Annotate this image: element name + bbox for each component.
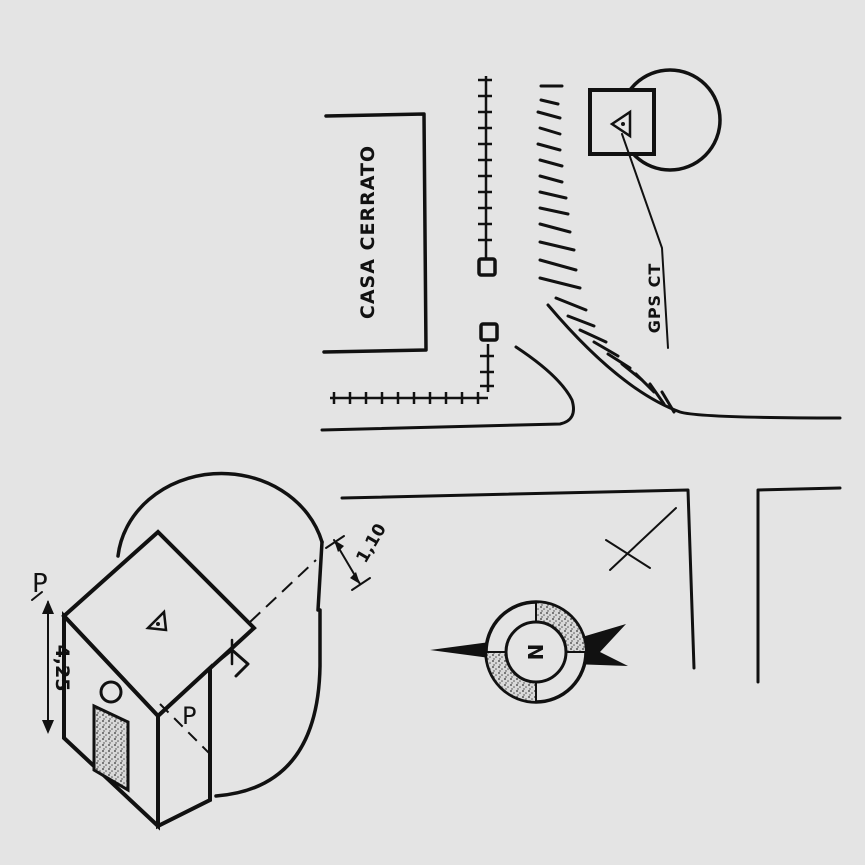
- triangle-icon: [145, 609, 168, 632]
- dimension-arrows-icon: [42, 600, 54, 734]
- road-edge-right: [546, 303, 842, 420]
- cylinder-top-arc: [116, 471, 324, 558]
- gps-label: GPS CT: [645, 263, 664, 334]
- building-outline: [322, 112, 428, 354]
- kerb-hatching: [536, 84, 676, 414]
- building-label: CASA CERRATO: [357, 145, 379, 319]
- dashed-ref-top: [249, 559, 317, 623]
- gps-leader-line: [621, 133, 669, 349]
- north-arrow: N: [430, 600, 628, 704]
- plaque-bolt: [99, 680, 123, 704]
- road-edge-lower-right: [756, 486, 842, 684]
- dimension-arrows-icon: [334, 540, 360, 584]
- road-edge-lower-left: [340, 488, 696, 670]
- road-map: CASA CERRATO GPS CT: [320, 68, 842, 432]
- prism-ledge: [208, 648, 250, 678]
- lower-roads: [340, 486, 842, 684]
- triangle-icon: [609, 109, 632, 139]
- dashed-ref-corner: [159, 703, 213, 757]
- point-label-corner: P: [182, 702, 196, 730]
- arrow-tail-icon: [430, 642, 490, 658]
- monument-perspective: 1,10 4,25 P P: [31, 471, 391, 831]
- road-edge-left: [320, 345, 575, 432]
- dimension-distance-label: 4,25: [51, 645, 73, 692]
- gate-post-upper: [477, 257, 497, 277]
- point-dot-icon: [156, 622, 160, 626]
- prism-right-face: [156, 663, 212, 830]
- dimension-height-label: 1,10: [353, 520, 391, 566]
- cylinder-side: [214, 540, 324, 798]
- point-dot-icon: [621, 122, 625, 126]
- cross-mark-b: [609, 507, 677, 571]
- compass-center: [504, 620, 568, 684]
- gate-post-lower: [479, 322, 499, 342]
- point-label-left: P: [32, 569, 48, 599]
- north-label: N: [524, 644, 548, 661]
- survey-pillar-base: [588, 88, 656, 156]
- fence-lines: [330, 76, 494, 404]
- plaque-panel: [92, 703, 130, 793]
